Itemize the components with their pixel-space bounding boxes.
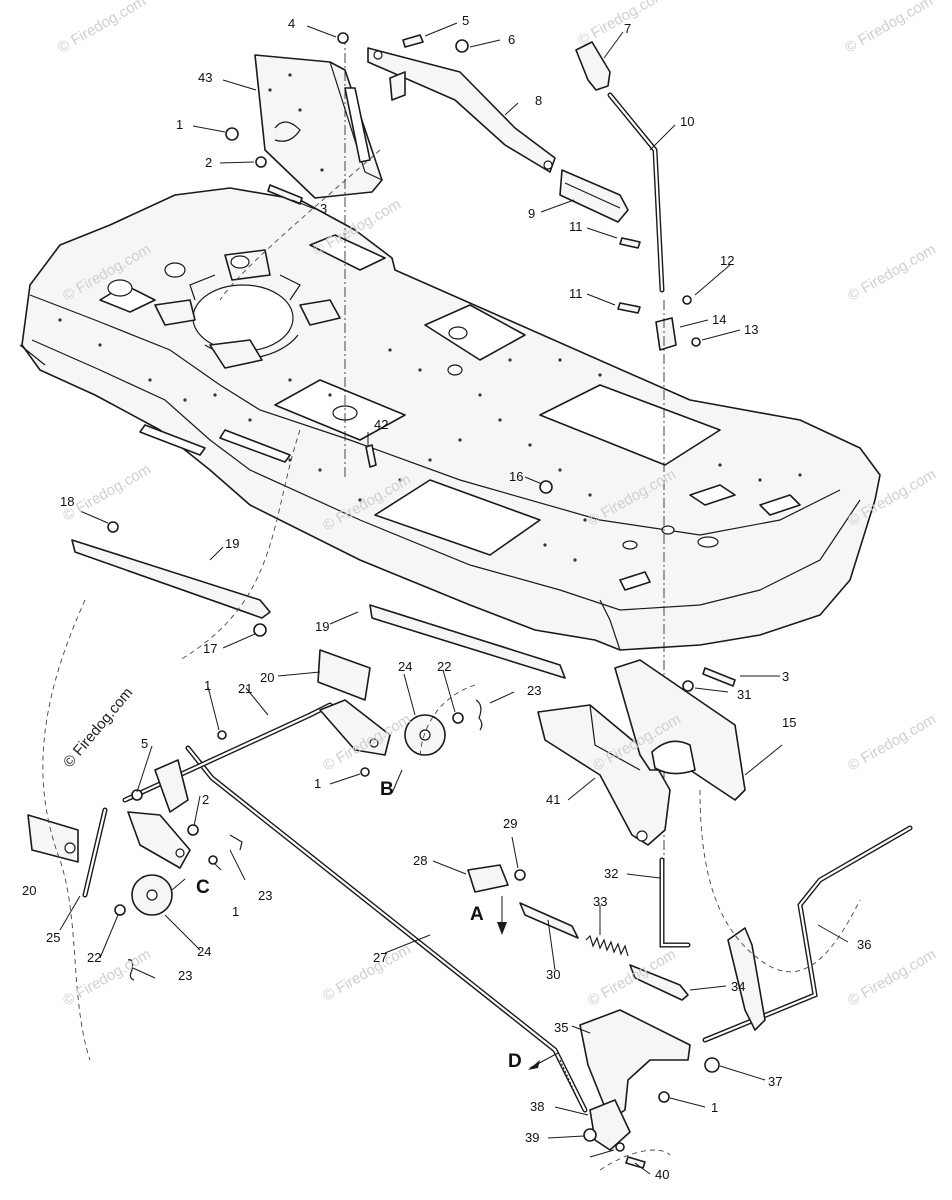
callout-25: 25 xyxy=(46,930,61,945)
ghost-line xyxy=(219,149,381,301)
part-32-rod xyxy=(659,857,691,948)
frame-pan xyxy=(19,187,881,651)
view-arrow-d xyxy=(528,1052,559,1070)
part-15-bracket xyxy=(614,659,746,801)
callout-35: 35 xyxy=(554,1020,569,1035)
part-19-rod-right xyxy=(369,604,566,679)
ghost-line xyxy=(419,684,476,761)
callout-5: 5 xyxy=(141,736,149,751)
callout-13: 13 xyxy=(744,322,759,337)
callout-8: 8 xyxy=(535,93,543,108)
callout-2: 2 xyxy=(202,792,210,807)
callout-24: 24 xyxy=(398,659,413,674)
callout-10: 10 xyxy=(680,114,695,129)
callout-1: 1 xyxy=(314,776,322,791)
part-14-block xyxy=(655,317,677,351)
callout-20: 20 xyxy=(260,670,275,685)
part-10-lever xyxy=(607,92,665,293)
part-25-rod xyxy=(82,807,108,898)
callout-32: 32 xyxy=(604,866,619,881)
callout-7: 7 xyxy=(624,21,632,36)
callout-16: 16 xyxy=(509,469,524,484)
part-41-bracket xyxy=(537,704,671,846)
part-36-shaft xyxy=(702,825,913,1043)
part-35-bracket xyxy=(579,1009,691,1121)
callout-15: 15 xyxy=(782,715,797,730)
callout-1: 1 xyxy=(232,904,240,919)
ghost-line xyxy=(699,789,861,973)
callout-3: 3 xyxy=(782,669,790,684)
part-43-bracket xyxy=(254,54,383,199)
callout-36: 36 xyxy=(857,937,872,952)
part-8-link xyxy=(367,47,556,173)
callout-38: 38 xyxy=(530,1099,545,1114)
callout-27: 27 xyxy=(373,950,388,965)
callout-11: 11 xyxy=(569,286,583,301)
part-19-rod-left xyxy=(71,539,271,619)
callout-33: 33 xyxy=(593,894,608,909)
callout-42: 42 xyxy=(374,417,389,432)
callout-22: 22 xyxy=(437,659,452,674)
view-letter-c: C xyxy=(196,877,210,898)
view-arrow-a xyxy=(497,896,507,935)
part-34-link xyxy=(629,964,689,1001)
callout-12: 12 xyxy=(720,253,735,268)
callout-23: 23 xyxy=(178,968,193,983)
callout-23: 23 xyxy=(258,888,273,903)
part-pivot-arm-c xyxy=(127,759,191,869)
callout-29: 29 xyxy=(503,816,518,831)
part-pivot-arm-b xyxy=(319,699,391,756)
callout-31: 31 xyxy=(737,687,752,702)
fasteners xyxy=(107,32,736,1169)
ghost-line xyxy=(599,1149,671,1171)
callout-19: 19 xyxy=(315,619,330,634)
callout-18: 18 xyxy=(60,494,75,509)
callout-2: 2 xyxy=(205,155,213,170)
leader-lines xyxy=(59,22,849,1175)
callout-3: 3 xyxy=(320,201,328,216)
ghost-line xyxy=(179,429,301,661)
callout-1: 1 xyxy=(176,117,184,132)
callout-4: 4 xyxy=(288,16,296,31)
callout-39: 39 xyxy=(525,1130,540,1145)
part-30-bar xyxy=(519,902,579,939)
callout-43: 43 xyxy=(198,70,213,85)
callout-37: 37 xyxy=(768,1074,783,1089)
callout-17: 17 xyxy=(203,641,218,656)
view-letter-d: D xyxy=(508,1051,522,1072)
view-letter-a: A xyxy=(470,904,484,925)
callout-23: 23 xyxy=(527,683,542,698)
view-letter-b: B xyxy=(380,779,394,800)
callout-40: 40 xyxy=(655,1167,670,1182)
part-28-connector xyxy=(467,864,509,893)
callout-20: 20 xyxy=(22,883,37,898)
callout-22: 22 xyxy=(87,950,102,965)
callout-30: 30 xyxy=(546,967,561,982)
part-21-shaft xyxy=(122,702,333,803)
part-20-plate-b xyxy=(317,649,371,701)
part-24-wheel-c xyxy=(131,874,173,916)
callout-9: 9 xyxy=(528,206,536,221)
callout-1: 1 xyxy=(204,678,212,693)
part-9-grip xyxy=(559,169,629,223)
callout-24: 24 xyxy=(197,944,212,959)
callout-21: 21 xyxy=(238,681,253,696)
callout-41: 41 xyxy=(546,792,561,807)
callout-6: 6 xyxy=(508,32,516,47)
callout-5: 5 xyxy=(462,13,470,28)
callout-19: 19 xyxy=(225,536,240,551)
callout-1: 1 xyxy=(711,1100,719,1115)
part-27-rod xyxy=(185,745,588,1113)
callout-11: 11 xyxy=(569,219,583,234)
callout-34: 34 xyxy=(731,979,746,994)
part-7-knob xyxy=(575,41,611,91)
part-33-spring xyxy=(585,934,629,957)
part-24-wheel-b xyxy=(404,714,446,756)
part-36-arm xyxy=(727,927,766,1031)
callout-28: 28 xyxy=(413,853,428,868)
callout-14: 14 xyxy=(712,312,727,327)
